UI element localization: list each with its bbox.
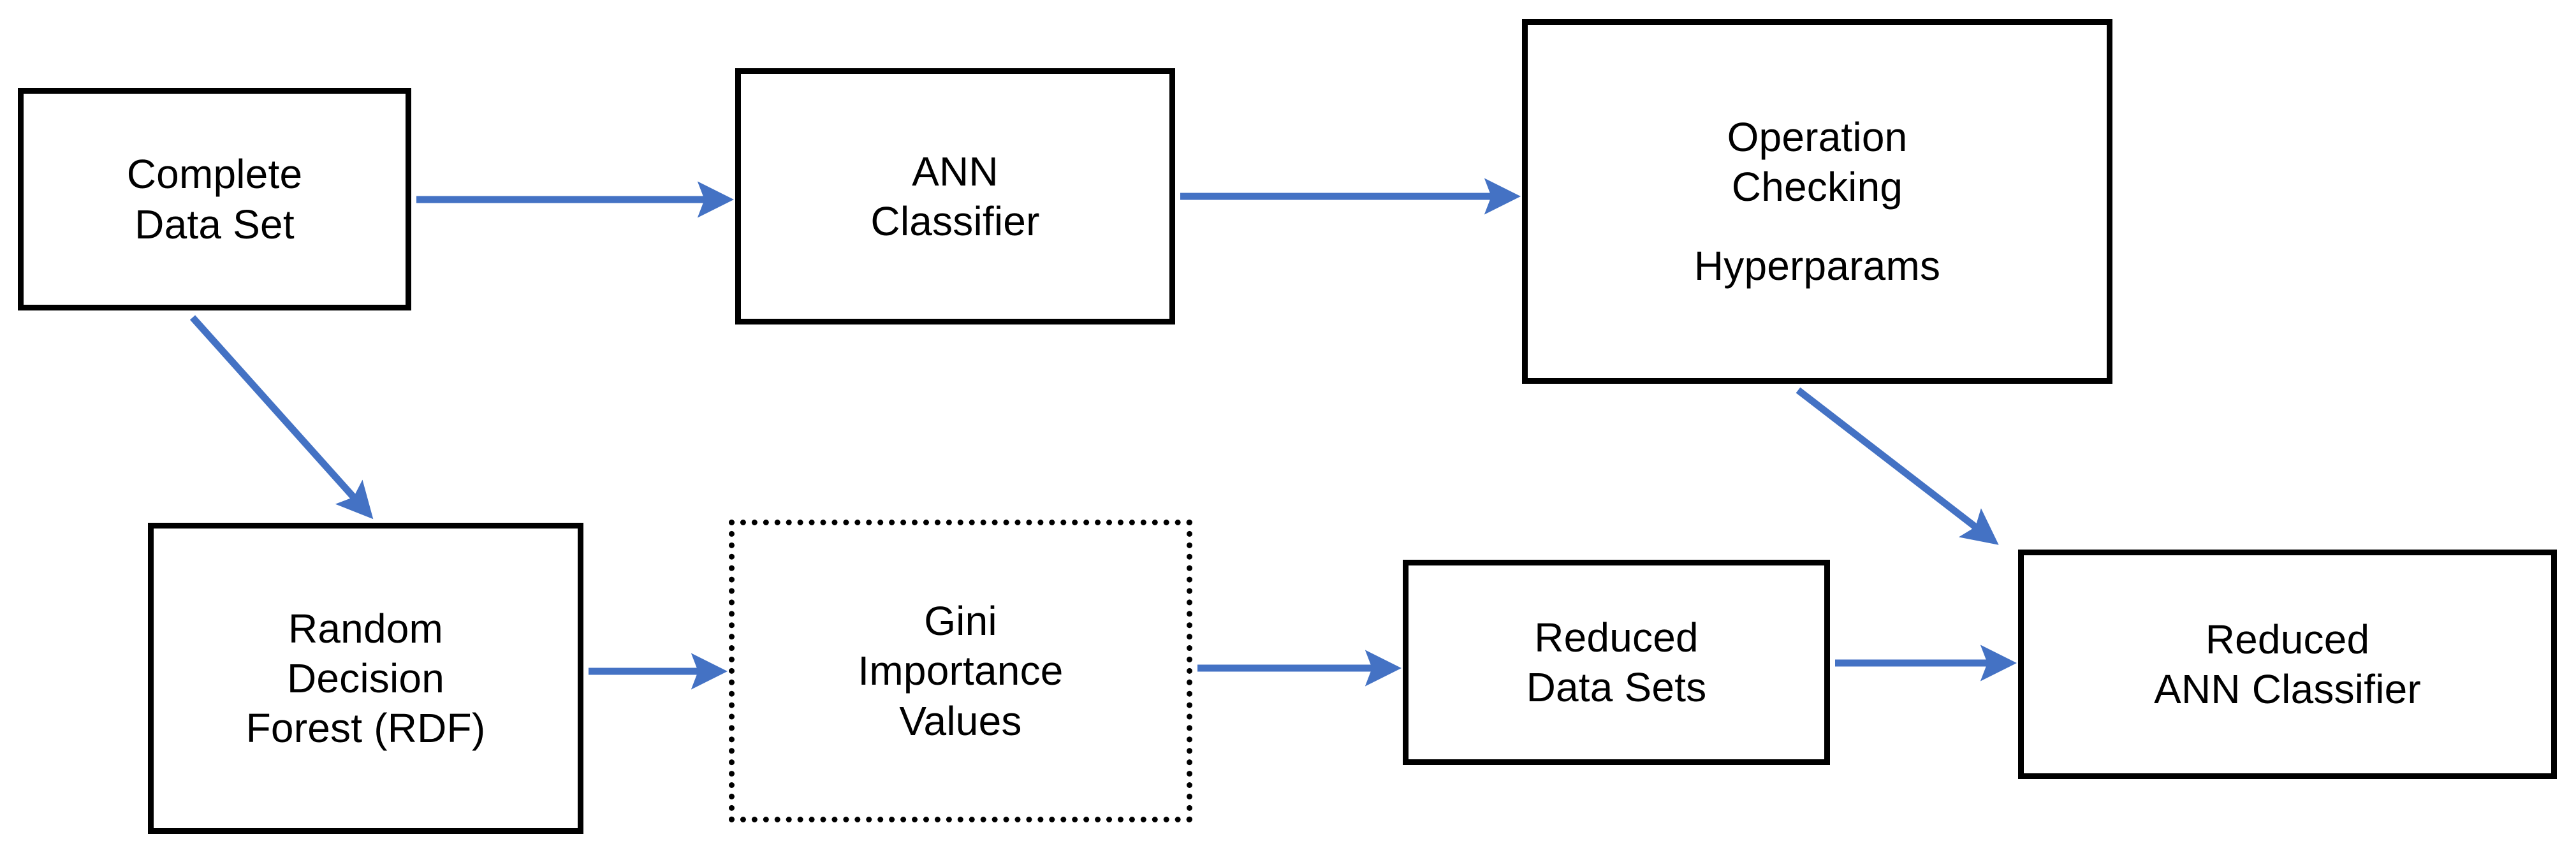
node-label-line: Complete: [126, 151, 303, 198]
node-label-line: Checking: [1731, 163, 1903, 210]
node-label-line: ANN Classifier: [2154, 666, 2421, 712]
node-label-line: Gini: [924, 598, 997, 645]
node-label-line: Random: [288, 605, 444, 652]
node-label-line: Hyperparams: [1694, 243, 1941, 289]
node-complete-data-set[interactable]: Complete Data Set: [18, 88, 411, 310]
node-label-line: Importance: [858, 648, 1064, 694]
node-reduced-data-sets[interactable]: Reduced Data Sets: [1403, 560, 1830, 765]
node-label-line: Data Set: [135, 201, 295, 247]
node-label-line: ANN: [912, 148, 999, 194]
node-label-line: Reduced: [2205, 616, 2370, 662]
node-reduced-ann-classifier[interactable]: Reduced ANN Classifier: [2018, 550, 2557, 779]
node-label-line: Operation: [1727, 113, 1908, 160]
node-operation-checking[interactable]: Operation Checking Hyperparams: [1522, 19, 2112, 384]
edge-operation-to-reduced-ann: [1796, 387, 1999, 545]
node-label-line: Data Sets: [1526, 664, 1707, 710]
node-label-line: Classifier: [870, 198, 1040, 244]
node-label-line: Values: [899, 697, 1022, 744]
node-label-line: Decision: [286, 655, 445, 701]
node-random-decision-forest[interactable]: Random Decision Forest (RDF): [148, 523, 583, 834]
node-label-line: Reduced: [1534, 614, 1699, 660]
node-ann-classifier[interactable]: ANN Classifier: [735, 68, 1175, 324]
edge-complete-to-rdf: [189, 315, 374, 520]
node-label-line: Forest (RDF): [245, 705, 486, 752]
node-gini-importance-values[interactable]: Gini Importance Values: [729, 520, 1192, 822]
